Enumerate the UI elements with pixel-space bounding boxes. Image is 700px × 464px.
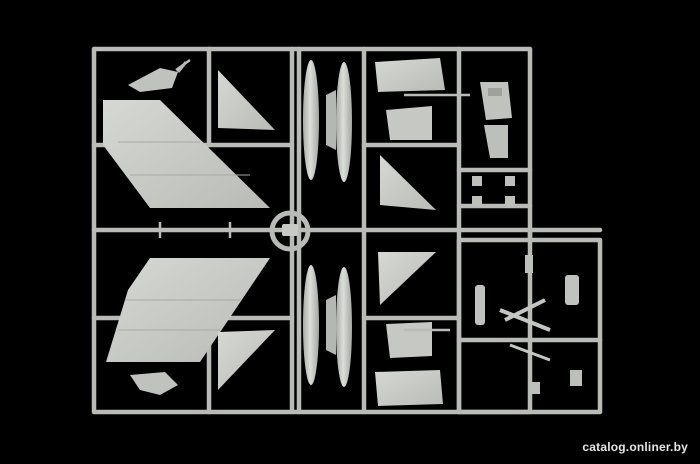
wing-upper-left: [103, 100, 270, 208]
drop-tanks-upper: [303, 60, 352, 182]
sprue-hub: [269, 210, 311, 252]
cockpit-parts: [480, 82, 512, 158]
drop-tanks-lower: [303, 265, 352, 387]
wing-lower-left: [106, 258, 270, 362]
part-bottom-left: [130, 372, 178, 395]
sprue-gates: [158, 58, 470, 332]
intake-upper: [375, 58, 445, 210]
fin-upper-left: [218, 70, 275, 130]
landing-gear-parts: [475, 255, 582, 394]
fin-lower-left: [218, 330, 275, 390]
watermark-text: catalog.onliner.by: [582, 440, 688, 454]
intake-lower: [375, 252, 443, 406]
small-parts-grid: [472, 176, 515, 206]
